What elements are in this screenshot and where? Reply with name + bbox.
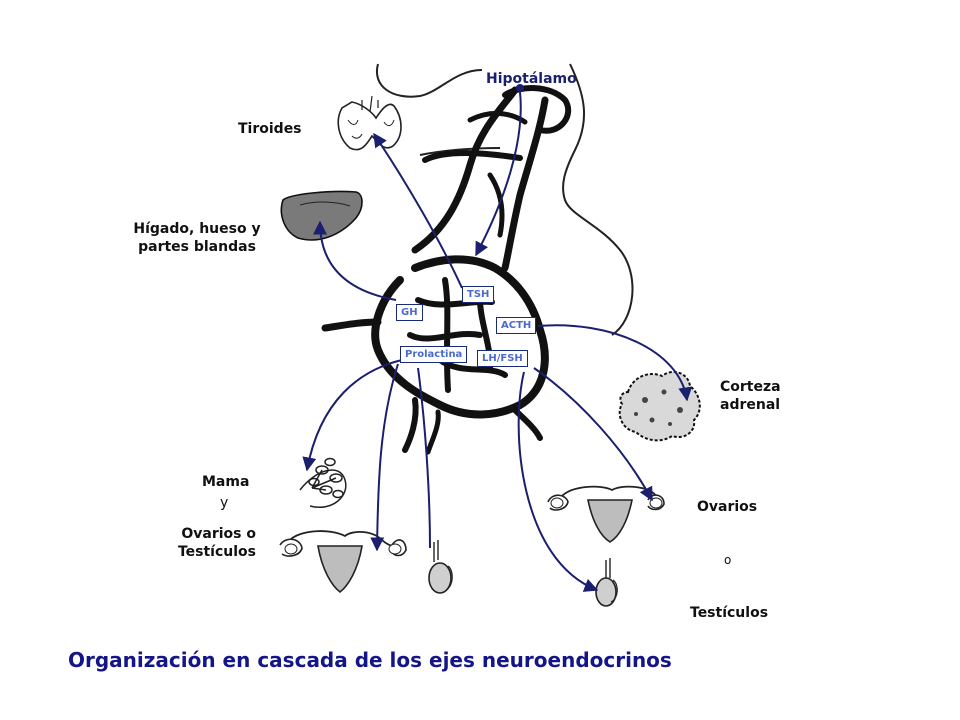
arrow-tsh-thyroid: [373, 132, 463, 289]
hypothalamus-label: Hipotálamo: [486, 71, 577, 87]
testes-label: Testículos: [690, 605, 769, 621]
arrow-gh-liver: [313, 220, 397, 301]
hormone-gh-label: GH: [396, 304, 423, 321]
gonads-label-line2: Testículos: [177, 544, 256, 560]
arrow-pituitary-testis: [417, 367, 431, 549]
hormone-lhfsh-label: LH/FSH: [477, 350, 528, 367]
hormone-acth-label: ACTH: [496, 317, 537, 334]
thyroid-illustration: [337, 95, 402, 151]
ovaries-label: Ovarios: [697, 499, 758, 515]
thyroid-label: Tiroides: [238, 121, 302, 137]
breast-label: Mama: [202, 474, 250, 490]
arrow-hypothalamus-pituitary: [475, 91, 522, 257]
adrenal-illustration: [618, 370, 701, 442]
or-label: o: [724, 553, 732, 567]
arrow-prolactin-breast: [302, 359, 403, 472]
hormone-tsh-label: TSH: [462, 286, 495, 303]
testis-right-illustration: [595, 558, 618, 607]
adrenal-label-line1: Corteza: [720, 379, 781, 395]
testis-center-illustration: [428, 540, 453, 594]
liver-label-line1: Hígado, hueso y: [133, 221, 261, 237]
liver-illustration: [280, 190, 363, 241]
adrenal-label-line2: adrenal: [720, 397, 781, 413]
hypothalamus-dot: [516, 84, 524, 92]
uterus-left-illustration: [279, 530, 407, 594]
and-label: y: [220, 495, 229, 511]
arrow-lhfsh-ovaries: [533, 367, 653, 502]
caption: Organización en cascada de los ejes neur…: [68, 648, 672, 672]
gonads-label-line1: Ovarios o: [181, 526, 256, 542]
arrow-prolactin-gonads: [370, 363, 399, 552]
arrow-acth-adrenal: [537, 324, 693, 402]
arrow-lhfsh-testes: [517, 371, 599, 592]
brain-outline: [375, 63, 634, 336]
arrows: [302, 84, 693, 592]
hormone-prolactin-label: Prolactina: [400, 346, 468, 363]
liver-label-line2: partes blandas: [138, 239, 256, 255]
uterus-right-illustration: [547, 485, 665, 543]
